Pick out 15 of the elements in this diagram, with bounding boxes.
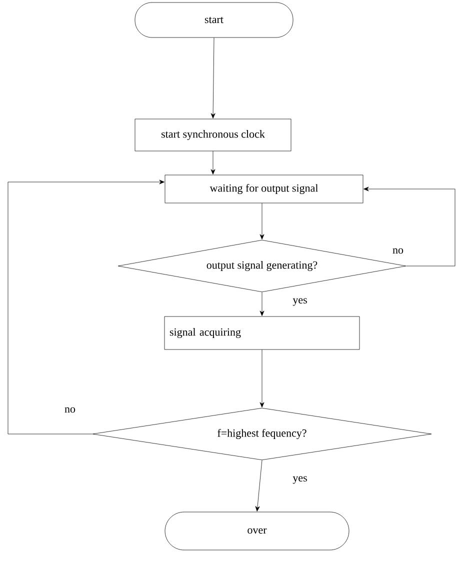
arrow xyxy=(260,203,264,240)
edge-label: no xyxy=(64,406,76,414)
process-box: waiting for output signal xyxy=(164,174,364,204)
arrow xyxy=(210,151,216,174)
process-box: start synchronous clock xyxy=(134,118,292,152)
arrow xyxy=(210,38,216,118)
edge-label: no xyxy=(392,247,404,255)
arrow xyxy=(260,292,264,316)
edge-label: yes xyxy=(292,475,308,485)
process-box: signal acquiring xyxy=(164,316,360,350)
arrow xyxy=(260,350,264,408)
arrow xyxy=(364,186,456,266)
edge-label: yes xyxy=(292,297,308,307)
arrow xyxy=(255,460,262,512)
arrow xyxy=(8,180,164,434)
